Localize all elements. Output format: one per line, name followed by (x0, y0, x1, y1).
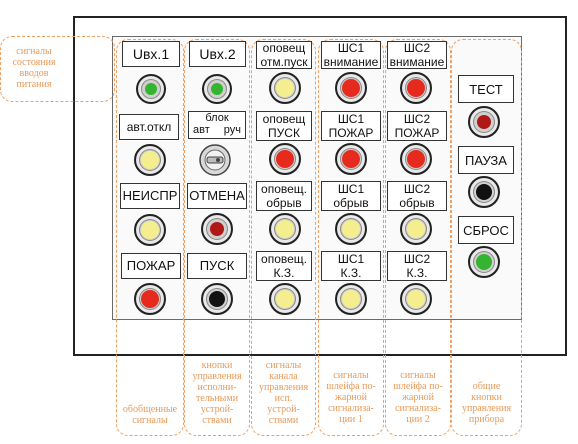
note-general-signals: обобщенные сигналы (122, 404, 178, 426)
note-actuator-buttons: кнопки управления исполни- тельными устр… (192, 360, 242, 426)
label-uvx2: Uвх.2 (189, 41, 246, 67)
lamp-opovesh-kz-yellow (269, 283, 301, 315)
note-actuator-channel: сигналы канала управления исп. устрой- с… (258, 360, 309, 426)
label-shs1-obryv: ШС1 обрыв (321, 181, 381, 211)
lamp-opovesh-otm-yellow (269, 72, 301, 104)
label-shs1-pozhar: ШС1 ПОЖАР (321, 111, 381, 141)
label-neispr: НЕИСПР (120, 183, 180, 209)
block-title: блок (205, 112, 229, 124)
button-test-red[interactable] (468, 106, 500, 138)
lamp-pozhar-red (134, 283, 166, 315)
lamp-shs2-obryv-yellow (400, 213, 432, 245)
button-pusk-black[interactable] (201, 283, 233, 315)
lamp-shs2-kz-yellow (400, 283, 432, 315)
lamp-neispr-yellow (134, 214, 166, 246)
block-ruch: руч (223, 124, 241, 136)
lamp-uvx2-green (202, 74, 232, 104)
label-shs2-kz: ШС2 К.З. (387, 251, 447, 281)
label-shs1-kz: ШС1 К.З. (321, 251, 381, 281)
lamp-uvx1-green (136, 74, 166, 104)
label-uvx1: Uвх.1 (122, 41, 180, 67)
note-loop2: сигналы шлейфа по- жарной сигнализа- ции… (393, 370, 443, 425)
lamp-avt-otkl-yellow (134, 144, 166, 176)
lamp-opovesh-pusk-red (269, 143, 301, 175)
label-opovesh-obryv: оповещ. обрыв (256, 181, 312, 211)
lamp-shs2-vnimanie-red (400, 72, 432, 104)
note-device-buttons: общие кнопки управления прибора (461, 381, 512, 425)
lamp-shs1-obryv-yellow (335, 213, 367, 245)
power-input-annotation-box (0, 36, 115, 102)
note-loop1: сигналы шлейфа по- жарной сигнализа- ции… (326, 370, 376, 425)
column-group-actuator-buttons (184, 39, 250, 436)
block-avt: авт (193, 124, 210, 136)
lamp-shs1-kz-yellow (335, 283, 367, 315)
column-group-actuator-channel (251, 39, 316, 436)
column-group-general-signals (116, 39, 184, 436)
label-pauza: ПАУЗА (458, 146, 514, 174)
label-shs2-obryv: ШС2 обрыв (387, 181, 447, 211)
label-shs1-vnimanie: ШС1 внимание (321, 41, 381, 69)
label-pusk: ПУСК (187, 253, 247, 279)
label-avt-otkl: авт.откл (119, 114, 179, 140)
label-opovesh-otm-pusk: оповещ отм.пуск (256, 41, 312, 69)
label-shs2-pozhar: ШС2 ПОЖАР (387, 111, 447, 141)
column-group-loop2 (385, 39, 451, 436)
lamp-opovesh-obryv-yellow (269, 213, 301, 245)
button-otmena-dark-red[interactable] (201, 213, 233, 245)
power-input-annotation: сигналы состояния вводов питания (12, 46, 56, 90)
column-group-loop1 (318, 39, 384, 436)
button-pauza-black[interactable] (468, 176, 500, 208)
button-sbros-green[interactable] (468, 246, 500, 278)
lamp-shs1-pozhar-red (335, 143, 367, 175)
label-sbros: СБРОС (458, 216, 514, 244)
label-opovesh-pusk: оповещ ПУСК (256, 111, 312, 141)
label-opovesh-kz: оповещ. К.З. (256, 251, 312, 281)
column-group-device-buttons (451, 39, 522, 436)
label-otmena: ОТМЕНА (187, 183, 247, 209)
block-switch-label: блок авт руч (188, 111, 246, 139)
label-test: ТЕСТ (458, 75, 514, 103)
lamp-shs1-vnimanie-red (335, 72, 367, 104)
lamp-shs2-pozhar-red (400, 143, 432, 175)
label-shs2-vnimanie: ШС2 внимание (387, 41, 447, 69)
label-pozhar: ПОЖАР (121, 253, 181, 279)
key-switch-icon[interactable] (198, 143, 232, 177)
